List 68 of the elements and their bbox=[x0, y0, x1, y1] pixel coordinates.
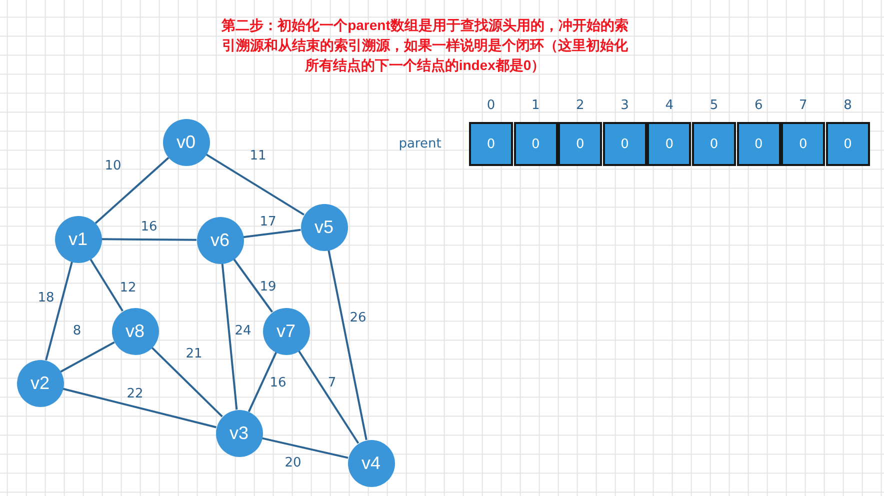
cell-value: 0 bbox=[576, 136, 584, 152]
index-label: 8 bbox=[844, 98, 852, 113]
cell-value: 0 bbox=[710, 136, 718, 152]
edge-line bbox=[205, 153, 305, 216]
edge-label: 7 bbox=[328, 376, 336, 390]
edge-label: 16 bbox=[140, 220, 158, 234]
vertex-label: v2 bbox=[30, 373, 50, 393]
edge-line bbox=[60, 341, 115, 373]
vertex-label: v8 bbox=[125, 321, 144, 341]
cell-value: 0 bbox=[754, 136, 763, 152]
cell-value: 0 bbox=[665, 136, 674, 152]
vertex-label: v1 bbox=[68, 229, 88, 249]
index-label: 0 bbox=[486, 98, 496, 113]
edge-line bbox=[94, 156, 170, 224]
edge-line bbox=[243, 228, 301, 238]
edge-label: 21 bbox=[186, 346, 202, 362]
vertex-circle bbox=[300, 204, 348, 250]
edge-line bbox=[151, 346, 223, 418]
vertex-circle bbox=[348, 440, 394, 486]
cell-value: 0 bbox=[844, 136, 852, 152]
edge-label: 22 bbox=[126, 386, 144, 402]
edge-label: 17 bbox=[260, 214, 276, 230]
index-label: 4 bbox=[665, 98, 674, 113]
vertex-label: v0 bbox=[176, 132, 196, 152]
vertex-circle bbox=[54, 216, 102, 262]
edge-label: 10 bbox=[104, 158, 122, 174]
edge-line bbox=[90, 258, 124, 312]
cell-value: 0 bbox=[486, 136, 496, 152]
edge-line bbox=[102, 238, 196, 241]
vertex-label: v5 bbox=[314, 217, 334, 237]
vertex-label: v7 bbox=[276, 321, 296, 341]
vertex-circle bbox=[162, 118, 210, 166]
vertex-circle bbox=[196, 216, 244, 264]
cell-value: 0 bbox=[531, 136, 540, 152]
edge-line bbox=[262, 437, 348, 459]
edge-label: 20 bbox=[284, 456, 302, 470]
vertex-label: v6 bbox=[210, 230, 230, 250]
row-label: parent bbox=[398, 136, 442, 152]
vertex-circle bbox=[112, 308, 158, 354]
edge-line bbox=[232, 258, 274, 313]
index-label: 2 bbox=[576, 98, 584, 113]
edge-label: 24 bbox=[234, 324, 252, 338]
vertex-label: v4 bbox=[361, 453, 380, 473]
edge-line bbox=[45, 261, 73, 361]
edge-label: 11 bbox=[250, 148, 266, 164]
index-label: 5 bbox=[710, 98, 718, 113]
edge-line bbox=[221, 263, 238, 410]
cell-value: 0 bbox=[620, 136, 629, 152]
edge-line bbox=[62, 388, 216, 428]
vertex-circle bbox=[216, 410, 262, 456]
edge-label: 26 bbox=[350, 310, 366, 326]
cell-value: 0 bbox=[799, 136, 808, 152]
edge-label: 16 bbox=[270, 376, 286, 390]
vertex-circle bbox=[262, 308, 310, 354]
edge-line bbox=[248, 352, 278, 412]
edge-label: 8 bbox=[72, 324, 82, 338]
edge-label: 19 bbox=[260, 280, 276, 294]
title-text: 第二步：初始化一个parent数组是用于查找源头用的，冲开始的索引溯源和从结束的索引溯源，如果一样说明是个闭环（这里初始化所有结点的下一个结点的index都是0） bbox=[220, 16, 630, 75]
vertex-label: v3 bbox=[229, 423, 248, 443]
index-label: 1 bbox=[531, 98, 540, 113]
edge-line bbox=[298, 350, 360, 444]
vertex-circle bbox=[16, 360, 64, 406]
index-label: 6 bbox=[754, 98, 763, 113]
index-label: 3 bbox=[620, 98, 629, 113]
edge-label: 12 bbox=[120, 280, 136, 296]
index-label: 7 bbox=[799, 98, 808, 113]
edge-label: 18 bbox=[38, 290, 54, 306]
edge-line bbox=[328, 250, 368, 440]
